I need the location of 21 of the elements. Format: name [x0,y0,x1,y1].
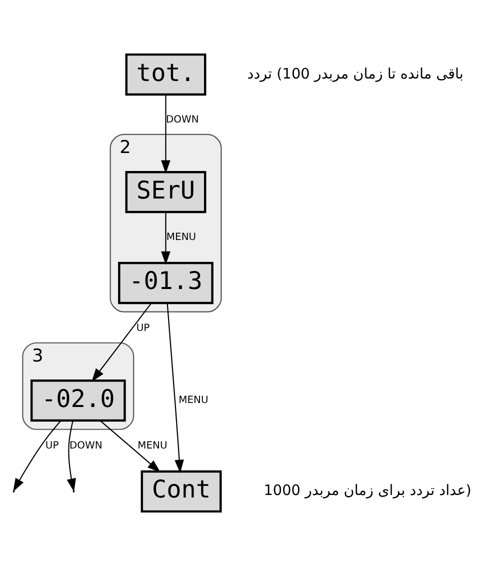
edge-label: MENU [178,394,208,406]
edge-label: UP [136,322,150,334]
arrow [12,420,61,492]
arrow [66,420,76,492]
node-label: عداد تردد برای زمان مربدر 1000) [263,483,471,500]
edge-label: MENU [166,232,196,243]
node-box: -02.0 [30,379,126,422]
arrow [160,94,170,174]
edge-label: UP [44,440,58,452]
arrow [166,303,184,474]
node-label: باقی مانده تا زمان مربدر 100) تردد [246,66,463,82]
edge-label: DOWN [68,440,102,452]
arrow [100,420,160,473]
edge-label: MENU [137,440,167,452]
node-box: Cont [140,470,222,513]
node-box: -01.3 [118,262,213,304]
node-box: SErU [124,171,206,214]
arrow [91,302,152,382]
arrow [160,212,170,265]
edge-label: DOWN [165,114,198,126]
node-box: tot. [124,53,206,96]
